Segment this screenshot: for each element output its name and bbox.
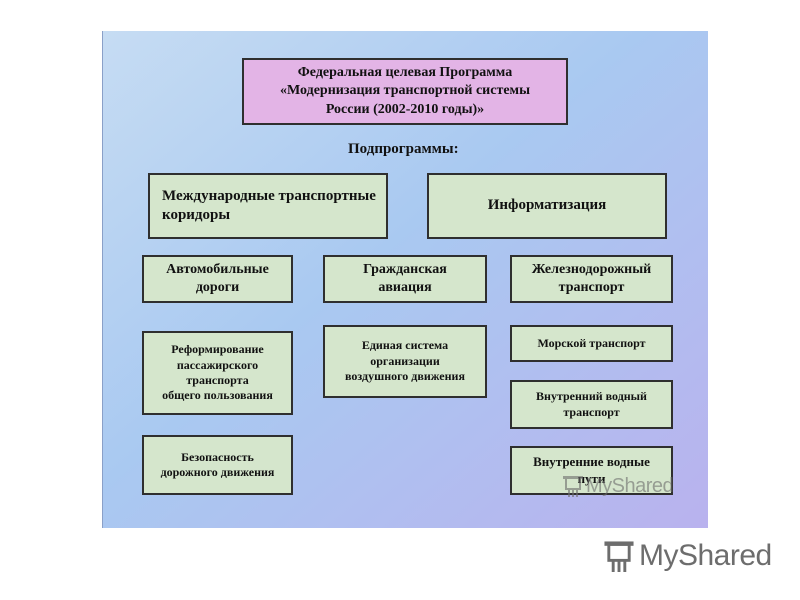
watermark-large-text: MyShared [639, 539, 772, 572]
box-air-traffic-system: Единая система организации воздушного дв… [323, 325, 487, 398]
main-program-box: Федеральная целевая Программа «Модерниза… [242, 58, 568, 125]
box-roads: Автомобильные дороги [142, 255, 293, 303]
box-passenger-transport-reform: Реформирование пассажирского транспорта … [142, 331, 293, 415]
box-informatization: Информатизация [427, 173, 667, 239]
subprograms-heading: Подпрограммы: [348, 141, 459, 157]
myshared-logo-icon [563, 476, 583, 497]
watermark-small: MyShared [562, 471, 674, 501]
box-international-corridors: Международные транспортные коридоры [148, 173, 388, 239]
box-civil-aviation: Гражданская авиация [323, 255, 487, 303]
box-inland-water-transport: Внутренний водный транспорт [510, 380, 673, 429]
box-inland-waterways: Внутренние водные пути [510, 446, 673, 495]
box-sea-transport: Морской транспорт [510, 325, 673, 362]
watermark-large: MyShared [603, 536, 772, 576]
myshared-logo-icon [604, 541, 634, 572]
watermark-small-text: MyShared [586, 474, 674, 497]
box-road-safety: Безопасность дорожного движения [142, 435, 293, 495]
box-railway-transport: Железнодорожный транспорт [510, 255, 673, 303]
